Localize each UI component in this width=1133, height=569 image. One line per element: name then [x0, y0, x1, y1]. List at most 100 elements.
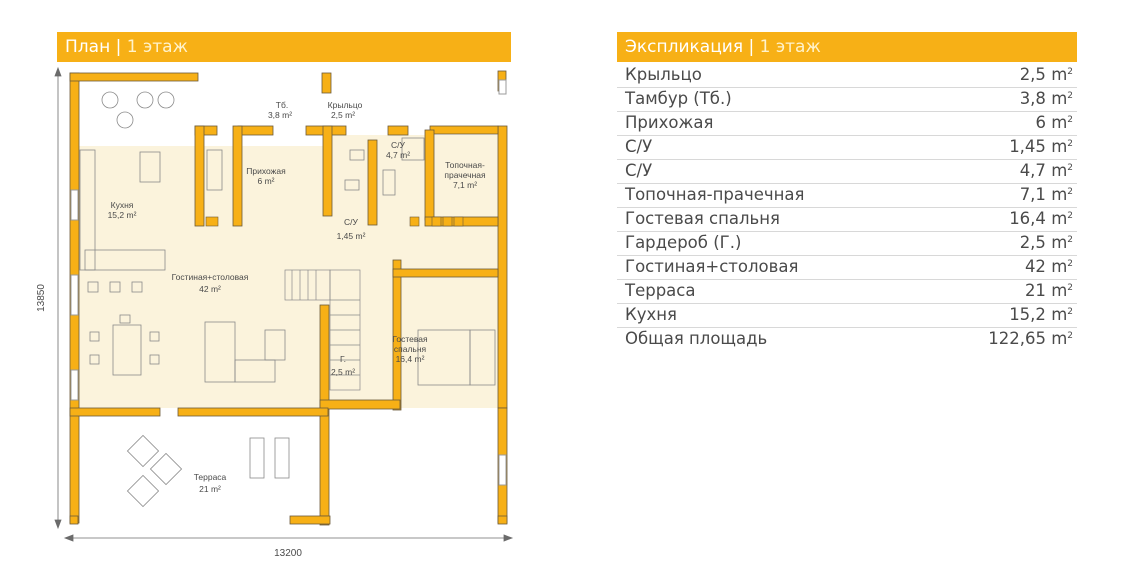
room-name: Тамбур (Тб.) [625, 89, 732, 108]
area-value: 16,4 [1009, 209, 1046, 228]
room-name: Гостиная+столовая [625, 257, 799, 276]
floor-vents [205, 216, 464, 227]
label-boiler-area: 7,1 m² [453, 180, 477, 190]
area-unit: m [1051, 185, 1068, 204]
area-value: 7,1 [1019, 185, 1046, 204]
area-unit: m [1051, 89, 1068, 108]
area-unit-exponent: 2 [1067, 259, 1073, 269]
explication-row: Гардероб (Г.) 2,5 m2 [617, 232, 1077, 256]
label-kitchen-area: 15,2 m² [108, 210, 137, 220]
label-wardrobe: Г. [340, 354, 346, 364]
room-name: Терраса [625, 281, 696, 300]
area-value: 1,45 [1009, 137, 1046, 156]
label-living-area: 42 m² [199, 284, 221, 294]
room-name: С/У [625, 137, 653, 156]
stairs [284, 269, 361, 391]
windows [70, 79, 507, 486]
area-value: 4,7 [1019, 161, 1046, 180]
area-unit-exponent: 2 [1067, 139, 1073, 149]
area-value: 2,5 [1019, 65, 1046, 84]
room-name: Гардероб (Г.) [625, 233, 742, 252]
room-area: 42 m2 [1025, 256, 1073, 279]
explication-row: Общая площадь 122,65 m2 [617, 328, 1077, 351]
label-guest-2: спальня [394, 344, 427, 354]
room-area: 15,2 m2 [1009, 304, 1073, 327]
label-boiler-1: Топочная- [445, 160, 485, 170]
label-wc2-area: 1,45 m² [337, 231, 366, 241]
explication-row: С/У 1,45 m2 [617, 136, 1077, 160]
label-porch: Крыльцо [328, 100, 363, 110]
area-unit-exponent: 2 [1067, 91, 1073, 101]
label-tb-area: 3,8 m² [268, 110, 292, 120]
room-name: Общая площадь [625, 329, 768, 348]
label-living: Гостиная+столовая [172, 272, 249, 282]
area-value: 42 [1024, 257, 1046, 276]
label-guest-area: 16,4 m² [396, 354, 425, 364]
label-porch-area: 2,5 m² [331, 110, 355, 120]
label-tb: Тб. [276, 100, 288, 110]
explication-row: Гостевая спальня 16,4 m2 [617, 208, 1077, 232]
area-unit: m [1051, 305, 1068, 324]
furniture [79, 91, 496, 508]
room-area: 3,8 m2 [1020, 88, 1073, 111]
label-wc1: С/У [391, 140, 406, 150]
label-hall-area: 6 m² [258, 176, 275, 186]
room-area: 6 m2 [1035, 112, 1073, 135]
label-wc2: С/У [344, 217, 359, 227]
room-area: 2,5 m2 [1020, 232, 1073, 255]
area-value: 6 [1035, 113, 1046, 132]
area-unit-exponent: 2 [1067, 211, 1073, 221]
room-name: Крыльцо [625, 65, 702, 84]
plan-header: План | 1 этаж [57, 32, 511, 62]
explication-row: Тамбур (Тб.) 3,8 m2 [617, 88, 1077, 112]
room-name: Гостевая спальня [625, 209, 780, 228]
label-guest-1: Гостевая [392, 334, 428, 344]
area-unit: m [1051, 137, 1068, 156]
area-unit: m [1051, 65, 1068, 84]
plan-floor: 1 этаж [126, 37, 188, 57]
label-hall: Прихожая [246, 166, 286, 176]
explication-header: Экспликация | 1 этаж [617, 32, 1077, 62]
area-unit: m [1051, 209, 1068, 228]
explication-row: Гостиная+столовая 42 m2 [617, 256, 1077, 280]
floor-plan: 13850 13200 Тб. 3,8 m² Крыльцо 2,5 m² С/… [36, 66, 514, 559]
explication-floor: 1 этаж [759, 37, 821, 57]
label-boiler-2: прачечная [444, 170, 486, 180]
label-terrace: Терраса [194, 472, 227, 482]
explication-row: С/У 4,7 m2 [617, 160, 1077, 184]
explication-row: Кухня 15,2 m2 [617, 304, 1077, 328]
area-value: 15,2 [1009, 305, 1046, 324]
room-area: 4,7 m2 [1020, 160, 1073, 183]
room-labels: Тб. 3,8 m² Крыльцо 2,5 m² С/У 4,7 m² Топ… [108, 100, 486, 494]
room-area: 1,45 m2 [1009, 136, 1073, 159]
area-unit-exponent: 2 [1067, 163, 1073, 173]
plan-separator: | [115, 37, 122, 57]
area-unit: m [1051, 281, 1068, 300]
label-wardrobe-area: 2,5 m² [331, 367, 355, 377]
explication-row: Крыльцо 2,5 m2 [617, 64, 1077, 88]
area-unit: m [1051, 233, 1068, 252]
room-area: 122,65 m2 [988, 328, 1073, 351]
width-dimension: 13200 [274, 548, 302, 559]
area-value: 21 [1024, 281, 1046, 300]
area-unit-exponent: 2 [1067, 67, 1073, 77]
label-wc1-area: 4,7 m² [386, 150, 410, 160]
label-kitchen: Кухня [111, 200, 134, 210]
room-area: 21 m2 [1025, 280, 1073, 303]
room-name: Кухня [625, 305, 677, 324]
area-unit: m [1051, 257, 1068, 276]
dimension-lines [54, 66, 514, 542]
area-unit-exponent: 2 [1067, 331, 1073, 341]
area-value: 3,8 [1019, 89, 1046, 108]
explication-row: Терраса 21 m2 [617, 280, 1077, 304]
area-unit-exponent: 2 [1067, 235, 1073, 245]
explication-separator: | [748, 37, 755, 57]
label-terrace-area: 21 m² [199, 484, 221, 494]
plan-title: План [65, 37, 111, 57]
room-name: С/У [625, 161, 653, 180]
explication-title: Экспликация [625, 37, 744, 57]
area-unit-exponent: 2 [1067, 115, 1073, 125]
